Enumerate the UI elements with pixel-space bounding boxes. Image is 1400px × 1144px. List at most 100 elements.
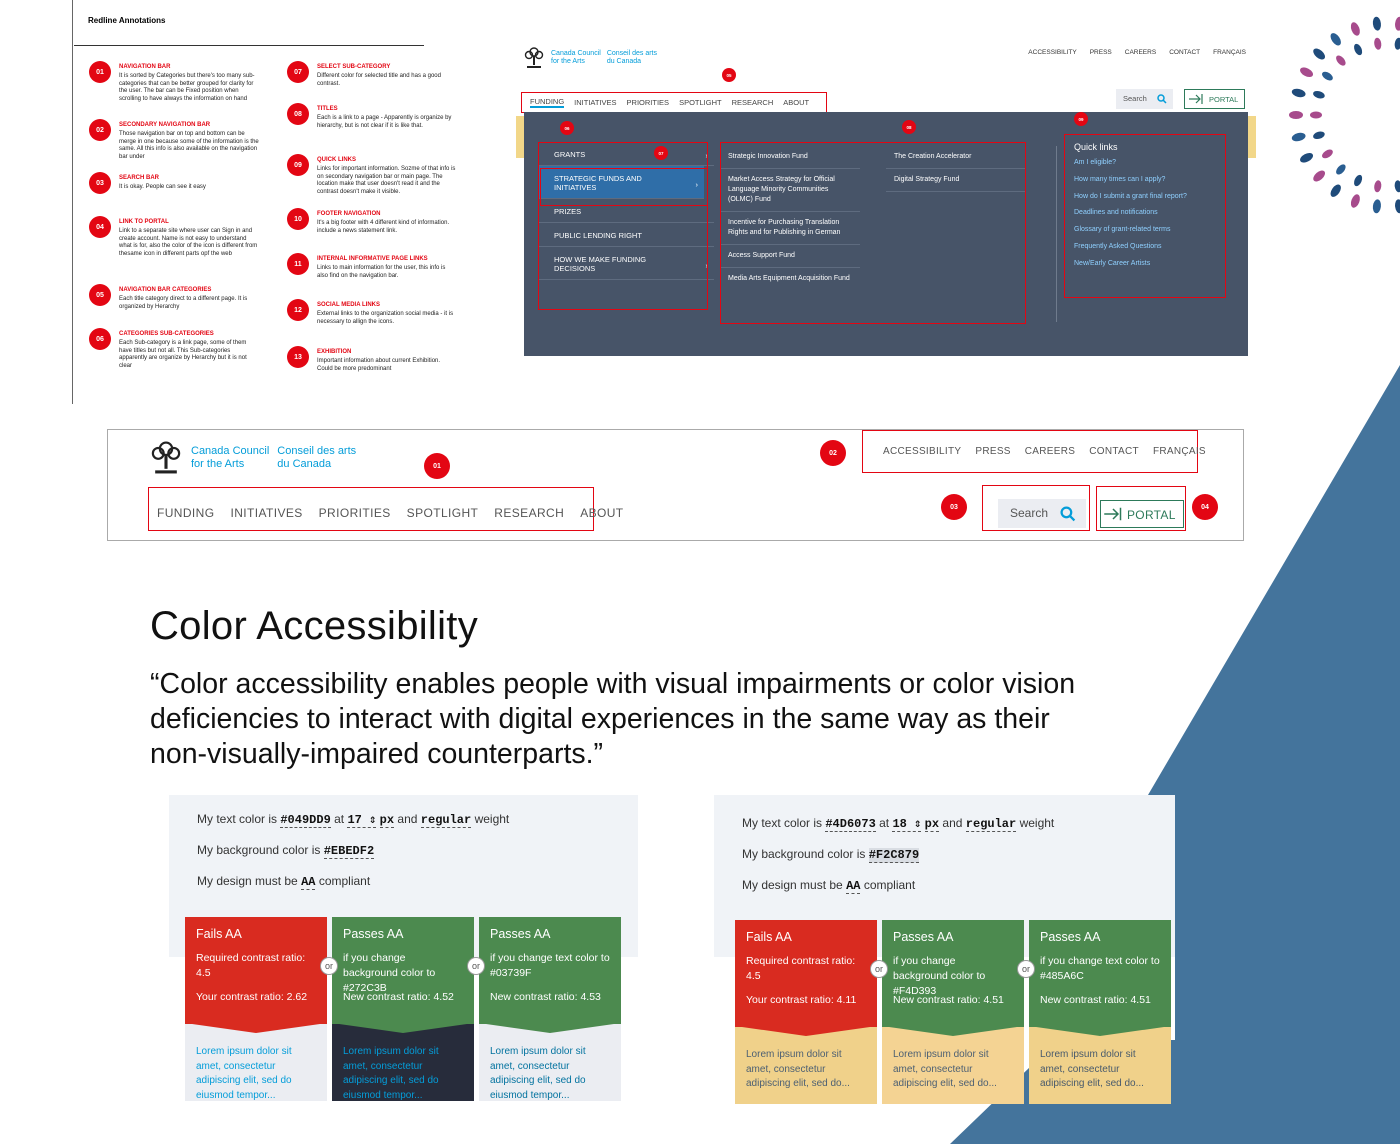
nav-funding[interactable]: FUNDING xyxy=(157,506,215,520)
petal-shape xyxy=(1330,33,1341,46)
annotation-number: 06 xyxy=(89,328,111,350)
main-nav: FUNDING INITIATIVES PRIORITIES SPOTLIGHT… xyxy=(521,92,827,113)
annotation-body: Those navigation bar on top and bottom c… xyxy=(119,131,259,160)
text-color-value[interactable]: #4D6073 xyxy=(825,817,876,832)
chevron-right-icon: › xyxy=(705,151,709,160)
util-press[interactable]: PRESS xyxy=(1089,49,1112,56)
text-color-value[interactable]: #049DD9 xyxy=(280,813,331,828)
subcategory-link[interactable]: The Creation Accelerator xyxy=(886,146,1026,169)
compliance-level-select[interactable]: AA xyxy=(846,879,861,894)
nav-about[interactable]: ABOUT xyxy=(580,506,624,520)
nav-spotlight[interactable]: SPOTLIGHT xyxy=(406,506,479,520)
nav-priorities[interactable]: PRIORITIES xyxy=(318,506,391,520)
background-color-value[interactable]: #EBEDF2 xyxy=(323,844,375,859)
category-prizes[interactable]: PRIZES xyxy=(538,199,714,223)
search-input[interactable]: Search xyxy=(998,499,1086,528)
quick-link[interactable]: How many times can I apply? xyxy=(1074,175,1166,183)
panel-sentence: My design must be AA compliant xyxy=(197,874,371,890)
quick-link[interactable]: Frequently Asked Questions xyxy=(1074,242,1162,250)
quick-link[interactable]: Am I eligible? xyxy=(1074,159,1117,166)
util-contact[interactable]: CONTACT xyxy=(1169,49,1201,56)
weight-select[interactable]: regular xyxy=(420,813,472,828)
nav-priorities[interactable]: PRIORITIES xyxy=(626,98,670,107)
annotation-body: Link to a separate site where user can S… xyxy=(119,228,258,257)
nav-research[interactable]: RESEARCH xyxy=(494,506,565,520)
petal-shape xyxy=(1310,111,1322,119)
panel-sentence: My background color is #EBEDF2 xyxy=(197,843,375,859)
quick-link[interactable]: Glossary of grant-related terms xyxy=(1074,226,1171,234)
quick-link[interactable]: New/Early Career Artists xyxy=(1074,259,1151,267)
petal-shape xyxy=(1313,48,1326,60)
subcategory-link[interactable]: Market Access Strategy for Official Lang… xyxy=(720,169,860,212)
util-francais[interactable]: FRANÇAIS xyxy=(1213,49,1246,56)
result-status: Fails AA xyxy=(196,927,242,941)
marker-08: 08 xyxy=(902,120,916,134)
annotation-number: 07 xyxy=(287,61,309,83)
card-arrow xyxy=(1029,1026,1171,1036)
card-arrow xyxy=(185,1023,327,1033)
category-strategic-funds[interactable]: STRATEGIC FUNDS AND INITIATIVES› xyxy=(538,166,704,199)
result-line-1: if you change background color to #F4D39… xyxy=(893,955,986,997)
marker-06: 06 xyxy=(560,121,574,135)
redline-box-04 xyxy=(1096,486,1186,531)
util-accessibility[interactable]: ACCESSIBILITY xyxy=(1028,49,1077,56)
nav-funding[interactable]: FUNDING xyxy=(530,97,565,108)
subcategory-link[interactable]: Digital Strategy Fund xyxy=(886,169,1026,192)
quick-link[interactable]: How do I submit a grant final report? xyxy=(1074,192,1187,200)
util-careers[interactable]: CAREERS xyxy=(1124,49,1157,56)
annotation-body: Different color for selected title and h… xyxy=(317,73,441,87)
annotation-number: 13 xyxy=(287,346,309,368)
panel-sentence: My text color is #049DD9 at 17 ⇕ px and … xyxy=(197,812,510,828)
category-funding-decisions[interactable]: HOW WE MAKE FUNDING DECISIONS› xyxy=(538,247,714,280)
nav-spotlight[interactable]: SPOTLIGHT xyxy=(679,98,722,107)
unit-select[interactable]: px xyxy=(379,813,395,828)
background-color-value[interactable]: #F2C879 xyxy=(868,848,920,863)
nav-about[interactable]: ABOUT xyxy=(783,98,810,107)
quick-link[interactable]: Deadlines and notifications xyxy=(1074,209,1158,217)
category-public-lending-right[interactable]: PUBLIC LENDING RIGHT xyxy=(538,223,714,247)
search-input[interactable]: Search xyxy=(1116,89,1173,109)
annotation-heading: SEARCH BAR xyxy=(119,175,160,181)
search-icon xyxy=(1060,506,1076,522)
annotation-heading: TITLES xyxy=(317,106,338,112)
nav-research[interactable]: RESEARCH xyxy=(731,98,774,107)
subcategory-link[interactable]: Access Support Fund xyxy=(720,245,860,268)
marker-05: 05 xyxy=(722,68,736,82)
result-card: Lorem ipsum dolor sit amet, consectetur … xyxy=(1029,920,1171,1104)
menu-divider xyxy=(1056,146,1057,322)
subcategory-link[interactable]: Incentive for Purchasing Translation Rig… xyxy=(720,212,860,245)
utility-nav: ACCESSIBILITY PRESS CAREERS CONTACT FRAN… xyxy=(862,430,1206,473)
unit-select[interactable]: px xyxy=(924,817,940,832)
annotation-body: External links to the organization socia… xyxy=(317,311,454,325)
annotation-number: 02 xyxy=(89,119,111,141)
redline-box-06 xyxy=(538,142,708,310)
chevron-right-icon: › xyxy=(705,261,709,270)
compliance-level-select[interactable]: AA xyxy=(301,875,316,890)
panel-sentence: My text color is #4D6073 at 18 ⇕ px and … xyxy=(742,816,1055,832)
font-size-stepper[interactable]: 17 ⇕ xyxy=(347,813,377,828)
nav-initiatives[interactable]: INITIATIVES xyxy=(574,98,617,107)
result-card: Lorem ipsum dolor sit amet, consectetur … xyxy=(735,920,877,1104)
util-accessibility[interactable]: ACCESSIBILITY xyxy=(883,446,962,457)
subcategory-link[interactable]: Strategic Innovation Fund xyxy=(720,146,860,169)
petal-shape xyxy=(1291,88,1306,98)
portal-button[interactable]: PORTAL xyxy=(1184,89,1245,109)
sample-text: Lorem ipsum dolor sit amet, consectetur … xyxy=(882,1026,1024,1104)
result-line-1: Required contrast ratio: 4.5 xyxy=(746,955,856,982)
util-careers[interactable]: CAREERS xyxy=(1024,446,1076,457)
nav-initiatives[interactable]: INITIATIVES xyxy=(230,506,303,520)
util-francais[interactable]: FRANÇAIS xyxy=(1152,446,1206,457)
subcategory-link[interactable]: Media Arts Equipment Acquisition Fund xyxy=(728,275,850,282)
portal-button[interactable]: PORTAL xyxy=(1100,500,1184,528)
category-grants[interactable]: GRANTS› xyxy=(538,142,714,166)
weight-select[interactable]: regular xyxy=(965,817,1017,832)
font-size-stepper[interactable]: 18 ⇕ xyxy=(892,817,922,832)
util-contact[interactable]: CONTACT xyxy=(1089,446,1139,457)
util-press[interactable]: PRESS xyxy=(975,446,1011,457)
result-card: Lorem ipsum dolor sit amet, consectetur … xyxy=(479,917,621,1101)
